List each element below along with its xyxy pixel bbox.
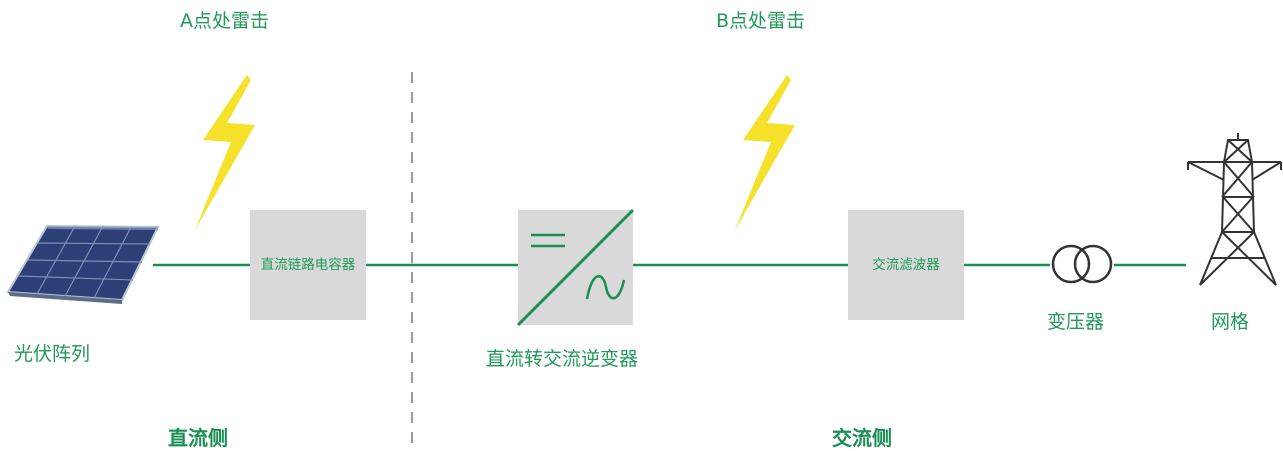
transformer-icon [1051, 244, 1113, 284]
transformer-label: 变压器 [1047, 311, 1105, 333]
strike-b-label: B点处雷击 [716, 10, 806, 32]
dc-symbol-icon [531, 233, 565, 248]
solar-panel-icon [6, 224, 160, 304]
transmission-tower-icon [1187, 133, 1282, 286]
inverter-label: 直流转交流逆变器 [486, 348, 639, 370]
lightning-bolt-icon [735, 75, 795, 230]
grid-label: 网格 [1211, 311, 1250, 333]
ac-filter-box: 交流滤波器 [848, 210, 964, 320]
pv-array-label: 光伏阵列 [14, 343, 91, 365]
lightning-bolt-icon [195, 75, 255, 230]
ac-symbol-icon [585, 275, 626, 300]
strike-a-label: A点处雷击 [180, 10, 269, 32]
ac-filter-label: 交流滤波器 [872, 256, 940, 273]
ac-side-label: 交流侧 [832, 426, 892, 450]
dc-link-capacitor-box: 直流链路电容器 [250, 210, 366, 320]
dc-side-label: 直流侧 [168, 426, 228, 450]
dc-link-capacitor-label: 直流链路电容器 [260, 256, 356, 273]
inverter-symbol [516, 208, 635, 327]
